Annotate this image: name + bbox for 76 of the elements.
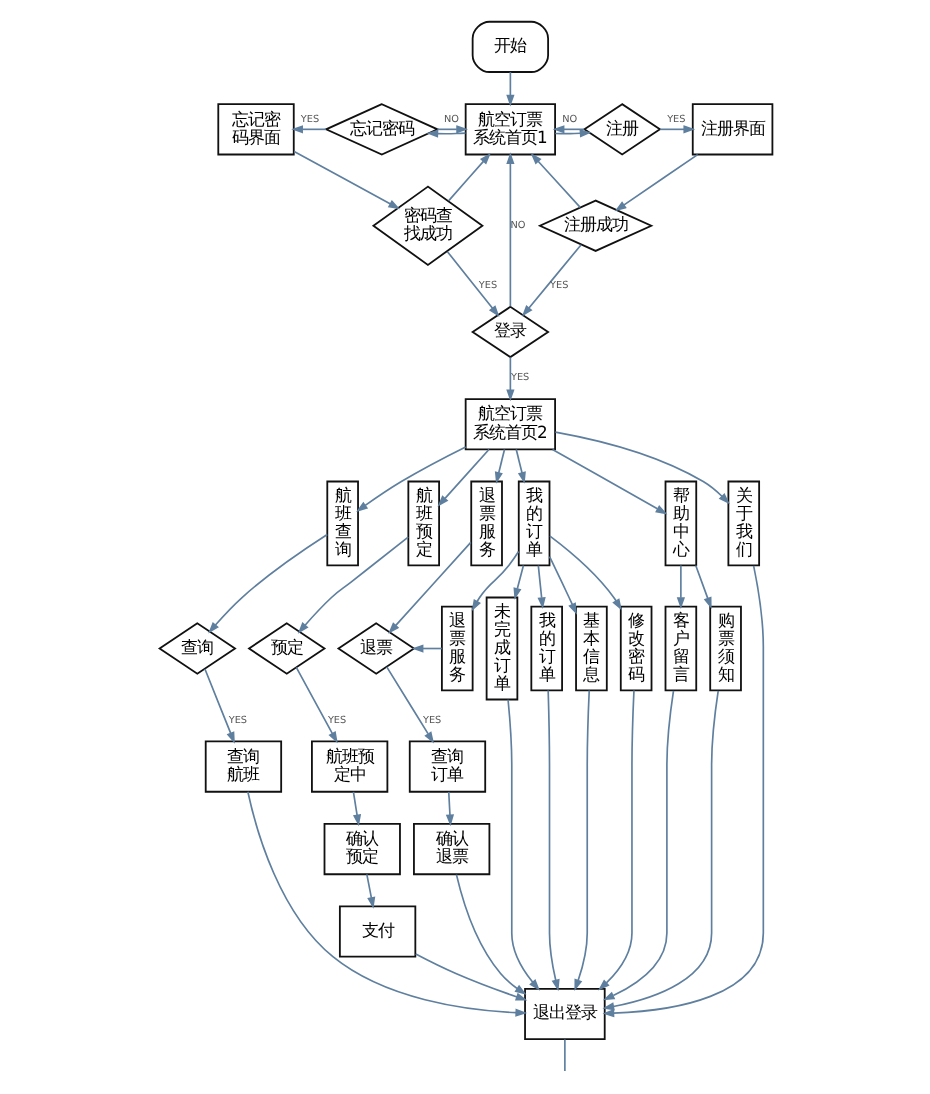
node-box: 注册界面 (690, 103, 773, 156)
arrow (410, 644, 442, 653)
arrow (548, 535, 621, 611)
arrow (246, 790, 527, 1017)
arrow (675, 564, 684, 610)
arrow (658, 125, 695, 134)
arrow (551, 125, 584, 134)
node-box: 购票须知 (708, 605, 741, 692)
arrow (601, 690, 674, 1001)
arrow (290, 125, 326, 134)
arrow (512, 564, 524, 600)
arrow (436, 448, 489, 507)
node-box: 航空订票系统首页1 (463, 103, 555, 156)
node-box: 确认退票 (412, 823, 490, 876)
arrow (446, 152, 490, 202)
arrow (493, 448, 505, 484)
node-box: 退出登录 (523, 987, 605, 1041)
node-box: 客户留言 (663, 605, 697, 692)
node-box: 开始 (470, 20, 548, 73)
node-box: 未完成订单 (484, 596, 518, 701)
arrow (547, 555, 576, 615)
arrow (454, 873, 526, 995)
arrow (355, 446, 466, 512)
arrow (203, 668, 234, 744)
node-box: 查询订单 (407, 740, 486, 793)
node-box: 航班查询 (325, 480, 358, 567)
node-box: 航空订票系统首页2 (463, 398, 555, 451)
arrow (613, 153, 698, 212)
arrow (444, 791, 454, 827)
arrow (294, 666, 337, 744)
arrow (506, 698, 539, 991)
arrow (573, 689, 590, 992)
arrow (529, 152, 581, 209)
node-box: 查询航班 (203, 740, 282, 793)
node-box: 关于我们 (726, 480, 760, 567)
node-box: 航班预定 (406, 480, 439, 567)
arrow (351, 791, 361, 827)
arrow (597, 689, 634, 991)
arrow (553, 431, 729, 505)
arrow (207, 533, 328, 634)
node-box: 航班预定中 (310, 740, 388, 793)
arrow (546, 689, 559, 992)
arrow (384, 666, 434, 744)
node-box: 退票服务 (439, 605, 473, 692)
arrow (413, 953, 527, 1001)
arrow (693, 564, 711, 609)
arrow (601, 565, 764, 1018)
arrow (445, 250, 499, 317)
node-box: 确认预定 (322, 823, 400, 876)
arrow (365, 873, 375, 909)
arrow (435, 125, 467, 134)
arrow (387, 541, 471, 634)
connector (563, 1038, 565, 1072)
node-diamond: 密码查找成功 (370, 185, 483, 266)
arrow (520, 243, 581, 317)
node-box: 支付 (337, 905, 416, 958)
arrow (425, 129, 466, 138)
arrow (550, 448, 667, 515)
arrow (292, 150, 400, 210)
arrow (296, 536, 408, 634)
node-box: 基本信息 (574, 605, 607, 692)
arrow (514, 448, 525, 484)
arrow (536, 564, 545, 610)
node-diamond: 注册 (581, 103, 661, 156)
node-box: 忘记密码界面 (216, 103, 294, 156)
node-box: 退票服务 (469, 480, 502, 567)
arrow (505, 356, 514, 402)
arrow (505, 71, 514, 107)
node-box: 修改密码 (618, 605, 652, 692)
node-box: 我的订单 (516, 480, 550, 567)
arrow (601, 690, 719, 1011)
arrow (505, 152, 514, 308)
node-box: 帮助中心 (663, 480, 697, 567)
arrow (553, 129, 591, 138)
node-box: 我的订单 (529, 605, 562, 692)
arrow (470, 550, 519, 612)
